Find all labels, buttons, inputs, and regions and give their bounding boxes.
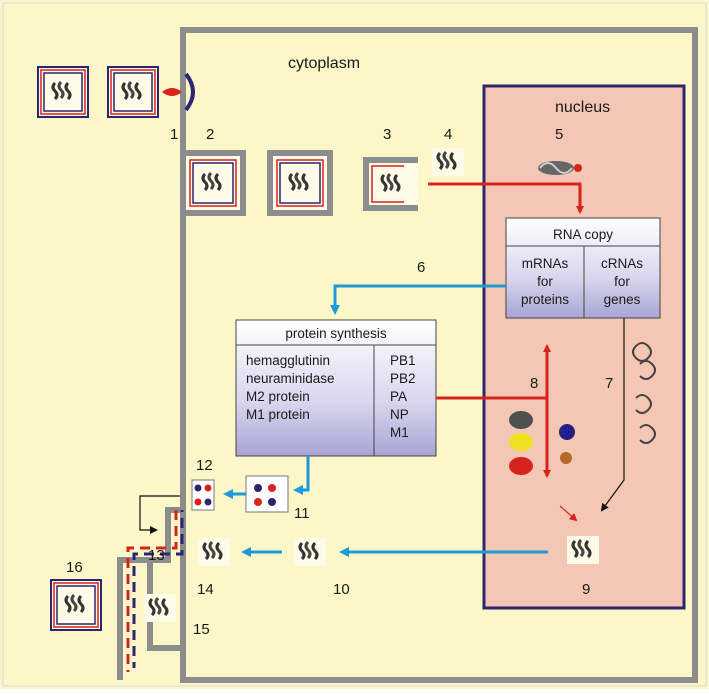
arrow-proteins-to-assembly: [559, 505, 578, 522]
rna-right-line-3: genes: [604, 292, 641, 307]
cytoplasm-label: cytoplasm: [288, 55, 360, 72]
endosome-opening: [363, 157, 418, 211]
arrow-surface-proteins: [293, 456, 310, 495]
crna-coils: [632, 342, 656, 444]
rnp-in-cytoplasm: [292, 536, 328, 568]
budding-virion: [142, 592, 178, 624]
cell-membrane-bud-inner: [147, 560, 183, 651]
protein-right-1: PB1: [390, 353, 416, 368]
nucleus-label: nucleus: [555, 99, 610, 116]
arrow-mrna-to-protein-synthesis: [330, 284, 506, 315]
step-12-label: 12: [196, 457, 213, 474]
arrow-crna-to-assembly: [600, 318, 625, 512]
protein-left-2: neuraminidase: [246, 371, 335, 386]
cell-membrane-bud: [117, 480, 186, 680]
receptor-binding: [162, 88, 182, 96]
rna-copy-box: RNA copy mRNAs for proteins cRNAs for ge…: [505, 217, 661, 319]
virion-outside: [38, 67, 88, 117]
endosome-1: [183, 153, 243, 213]
step-13-label: 13: [148, 547, 165, 564]
step-2-label: 2: [206, 126, 214, 143]
virion-attaching: [108, 67, 158, 117]
step-3-label: 3: [383, 126, 391, 143]
released-rnp: [430, 146, 466, 178]
rna-left-line-2: for: [537, 274, 553, 289]
bud-coat-red: [126, 510, 178, 672]
membrane-proteins: [191, 479, 215, 511]
protein-right-2: PB2: [390, 371, 416, 386]
protein-left-4: M1 protein: [246, 407, 310, 422]
step-7-label: 7: [605, 375, 613, 392]
rna-left-line-3: proteins: [521, 292, 569, 307]
step-4-label: 4: [444, 126, 452, 143]
protein-synthesis-box: protein synthesis hemagglutinin neuramin…: [235, 319, 437, 457]
arrow-entry-to-rna-copy: [428, 182, 584, 214]
step-16-label: 16: [66, 559, 83, 576]
step-15-label: 15: [193, 621, 210, 638]
protein-left-3: M2 protein: [246, 389, 310, 404]
step-1-label: 1: [170, 126, 178, 143]
endosome-2: [270, 153, 330, 213]
step-8-label: 8: [530, 375, 538, 392]
rnp-at-membrane: [196, 536, 232, 568]
protein-right-3: PA: [390, 389, 407, 404]
rna-right-line-2: for: [614, 274, 630, 289]
assembled-rnp: [565, 534, 601, 566]
arrow-budding: [139, 495, 180, 534]
step-14-label: 14: [197, 581, 214, 598]
protein-spheres: [509, 411, 575, 475]
protein-synthesis-title: protein synthesis: [285, 326, 387, 341]
protein-right-5: M1: [390, 425, 409, 440]
protein-right-4: NP: [390, 407, 409, 422]
step-11-label: 11: [294, 505, 310, 522]
step-5-label: 5: [555, 126, 563, 143]
rna-left-line-1: mRNAs: [522, 256, 569, 271]
rna-copy-title: RNA copy: [553, 227, 613, 242]
step-9-label: 9: [582, 581, 590, 598]
nucleus: [482, 84, 686, 610]
protein-left-1: hemagglutinin: [246, 353, 330, 368]
step-10-label: 10: [333, 581, 350, 598]
rna-right-line-1: cRNAs: [601, 256, 643, 271]
receptor: [184, 72, 195, 112]
step-6-label: 6: [417, 259, 425, 276]
released-virion: [51, 580, 101, 630]
rnp-in-nucleus: [538, 161, 582, 175]
surface-protein-box: [245, 475, 289, 513]
